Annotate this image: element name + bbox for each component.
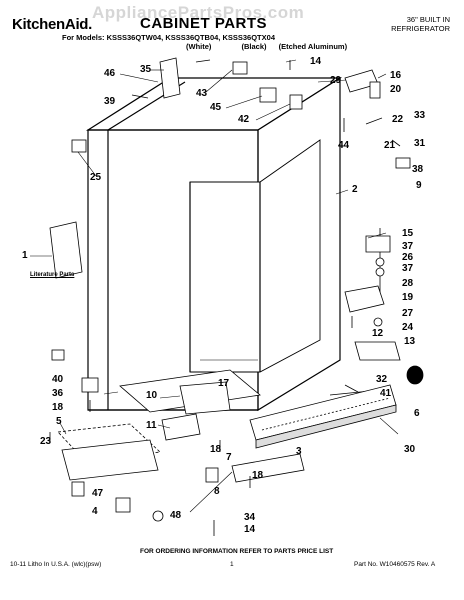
variant-etched: (Etched Aluminum) <box>278 42 348 51</box>
callout-37: 37 <box>402 241 414 252</box>
cabinet-shell <box>85 76 343 412</box>
product-type-line-2: REFRIGERATOR <box>391 24 450 33</box>
callout-35: 35 <box>140 64 152 75</box>
callout-10: 10 <box>146 390 158 401</box>
callout-21: 21 <box>384 140 396 151</box>
callout-46: 46 <box>104 68 116 79</box>
callout-29: 29 <box>330 75 342 86</box>
callout-13: 13 <box>404 336 416 347</box>
callout-5: 5 <box>56 416 62 427</box>
callout-39: 39 <box>104 96 116 107</box>
callout-37b: 37 <box>402 263 414 274</box>
callout-14b: 14 <box>244 524 256 535</box>
callout-4: 4 <box>92 506 98 517</box>
callout-24: 24 <box>402 322 414 333</box>
leader-lines <box>30 59 399 513</box>
callout-14: 14 <box>310 56 322 67</box>
callout-18b: 18 <box>210 444 222 455</box>
left-loose-parts <box>49 139 99 412</box>
callout-45: 45 <box>210 102 222 113</box>
models-line: For Models: KSSS36QTW04, KSSS36QTB04, KS… <box>62 33 275 42</box>
product-type: 36" BUILT IN REFRIGERATOR <box>390 15 450 33</box>
callout-12: 12 <box>372 328 384 339</box>
callout-2: 2 <box>352 184 358 195</box>
callout-26: 26 <box>402 252 414 263</box>
callout-8: 8 <box>214 486 220 497</box>
callout-25: 25 <box>90 172 102 183</box>
callout-1: 1 <box>22 250 28 261</box>
page-title: CABINET PARTS <box>140 15 268 32</box>
callout-16: 16 <box>390 70 402 81</box>
callout-11: 11 <box>146 420 157 431</box>
model-variants: (White) (Black) (Etched Aluminum) <box>186 42 357 51</box>
callout-42: 42 <box>238 114 250 125</box>
callout-47: 47 <box>92 488 104 499</box>
callout-40: 40 <box>52 374 64 385</box>
callout-38: 38 <box>412 164 424 175</box>
callout-43: 43 <box>196 88 208 99</box>
callout-7: 7 <box>226 452 232 463</box>
callout-6: 6 <box>414 408 420 419</box>
top-hardware <box>131 57 411 169</box>
callout-17: 17 <box>218 378 230 389</box>
callout-18c: 18 <box>252 470 264 481</box>
callout-41: 41 <box>380 388 392 399</box>
callout-30: 30 <box>404 444 416 455</box>
callout-44: 44 <box>338 140 350 151</box>
callout-9: 9 <box>416 180 422 191</box>
variant-black: (Black) <box>241 42 267 51</box>
right-hinge-parts <box>329 228 424 396</box>
callout-32: 32 <box>376 374 388 385</box>
product-type-line-1: 36" BUILT IN <box>406 15 450 24</box>
page-number: 1 <box>230 561 234 568</box>
callout-18: 18 <box>52 402 64 413</box>
callout-3: 3 <box>296 446 302 457</box>
brand-logo: KitchenAid. <box>12 16 93 33</box>
callout-28: 28 <box>402 278 414 289</box>
callout-23: 23 <box>40 436 52 447</box>
callout-22: 22 <box>392 114 404 125</box>
variant-white: (White) <box>186 42 212 51</box>
callout-15: 15 <box>402 228 414 239</box>
callout-36: 36 <box>52 388 64 399</box>
callout-34: 34 <box>244 512 256 523</box>
callout-20: 20 <box>390 84 402 95</box>
callout-31: 31 <box>414 138 426 149</box>
part-number: Part No. W10460575 Rev. A <box>354 561 436 568</box>
watermark: AppliancePartsPros.com <box>92 3 305 22</box>
ordering-info: FOR ORDERING INFORMATION REFER TO PARTS … <box>140 548 334 555</box>
callout-19: 19 <box>402 292 414 303</box>
callout-33: 33 <box>414 110 426 121</box>
literature-parts-label: Literature Parts <box>30 272 75 278</box>
litho-info: 10-11 Litho In U.S.A. (wlc)(psw) <box>10 561 102 568</box>
base-assembly <box>49 369 397 536</box>
callout-48: 48 <box>170 510 182 521</box>
callout-27: 27 <box>402 308 414 319</box>
